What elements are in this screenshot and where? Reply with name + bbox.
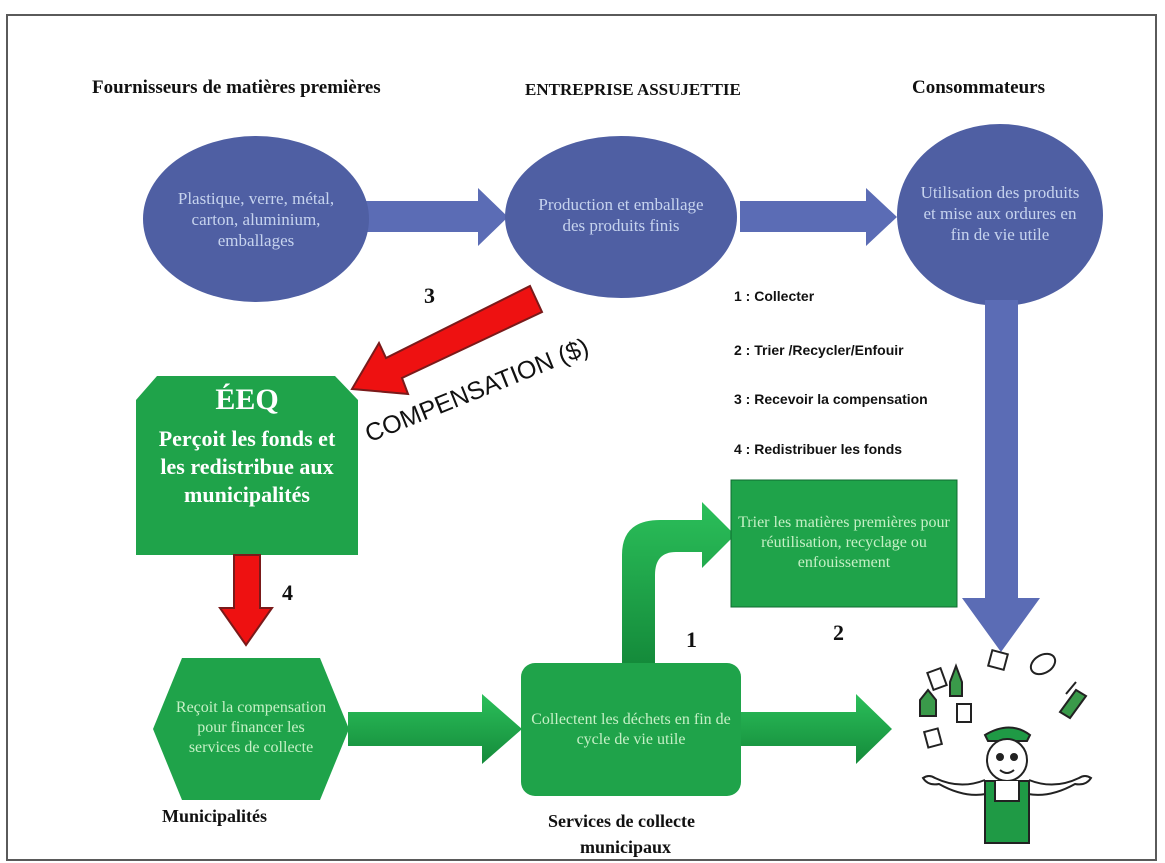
legend-item-1: 1 : Collecter	[734, 288, 815, 304]
arrow-consumers-down	[962, 300, 1040, 652]
step-4-number: 4	[282, 580, 293, 605]
arrow-collection-to-sort	[622, 502, 735, 665]
consumers-oval	[897, 124, 1103, 306]
company-header: ENTREPRISE ASSUJETTIE	[525, 80, 741, 99]
company-oval	[505, 136, 737, 298]
suppliers-header: Fournisseurs de matières premières	[92, 77, 381, 98]
municipalities-label: Municipalités	[162, 806, 268, 826]
suppliers-oval-text: Plastique, verre, métal, carton, alumini…	[177, 188, 335, 250]
legend-item-4: 4 : Redistribuer les fonds	[734, 441, 903, 457]
arrow-collection-to-waste	[738, 694, 892, 764]
sort-box	[730, 479, 958, 608]
arrow-company-to-consumers	[740, 188, 897, 246]
municipality-hex-text: Reçoit la compensation pour financer les…	[175, 699, 327, 756]
municipality-hex	[153, 658, 349, 800]
legend-item-3: 3 : Recevoir la compensation	[734, 391, 928, 407]
step-3-number: 3	[424, 283, 435, 308]
consumers-oval-text: Utilisation des produits et mise aux ord…	[920, 182, 1080, 244]
collection-box	[521, 663, 741, 796]
collection-label-line2: municipaux	[580, 837, 672, 857]
arrow-redistribute	[218, 554, 274, 647]
legend-item-2: 2 : Trier /Recycler/Enfouir	[734, 342, 904, 358]
consumers-header: Consommateurs	[912, 77, 1045, 98]
suppliers-oval	[143, 136, 369, 302]
company-oval-text: Production et emballage des produits fin…	[538, 195, 704, 235]
eeq-title: ÉEQ	[215, 383, 279, 416]
collection-label-line1: Services de collecte	[548, 811, 695, 831]
collection-box-text: Collectent les déchets en fin de cycle d…	[531, 711, 731, 748]
arrow-suppliers-to-company	[366, 188, 508, 246]
step-2-number: 2	[833, 620, 844, 645]
sort-box-text: Trier les matières premières pour réutil…	[738, 514, 950, 571]
arrow-municipality-to-collection	[348, 694, 522, 764]
step-1-number: 1	[686, 627, 697, 652]
arrow-compensation	[350, 284, 544, 396]
eeq-box	[136, 376, 358, 555]
eeq-body: Perçoit les fonds et les redistribue aux…	[158, 426, 336, 507]
juggler-illustration	[919, 648, 1093, 844]
